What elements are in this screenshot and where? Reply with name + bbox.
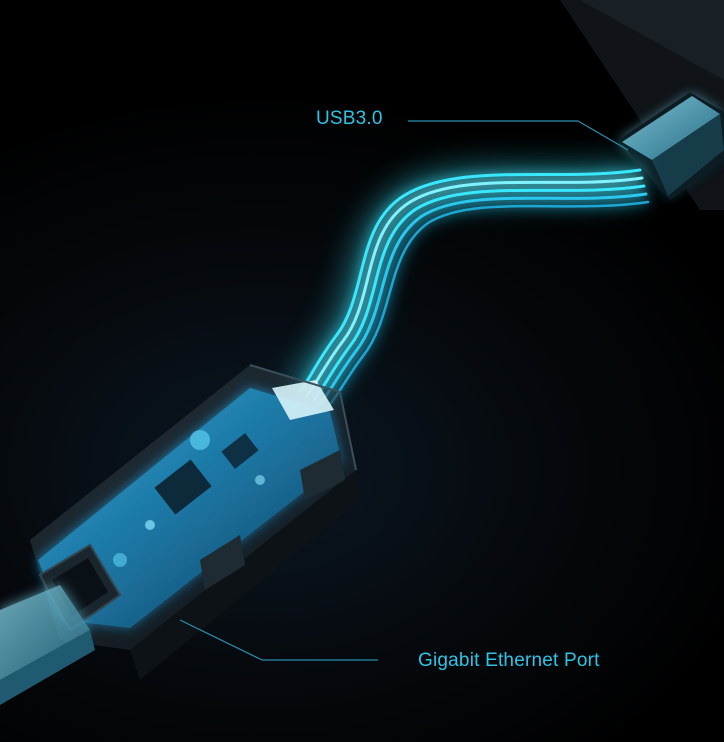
usb-cable	[298, 168, 650, 410]
ethernet-leader-line	[179, 619, 263, 661]
circuit-board	[38, 388, 342, 628]
cable-connector	[272, 380, 334, 420]
ethernet-port-label: Gigabit Ethernet Port	[418, 650, 600, 671]
usb-plug-icon	[618, 92, 724, 200]
rj45-plug-icon	[0, 543, 122, 705]
usb-label: USB3.0	[316, 108, 383, 129]
